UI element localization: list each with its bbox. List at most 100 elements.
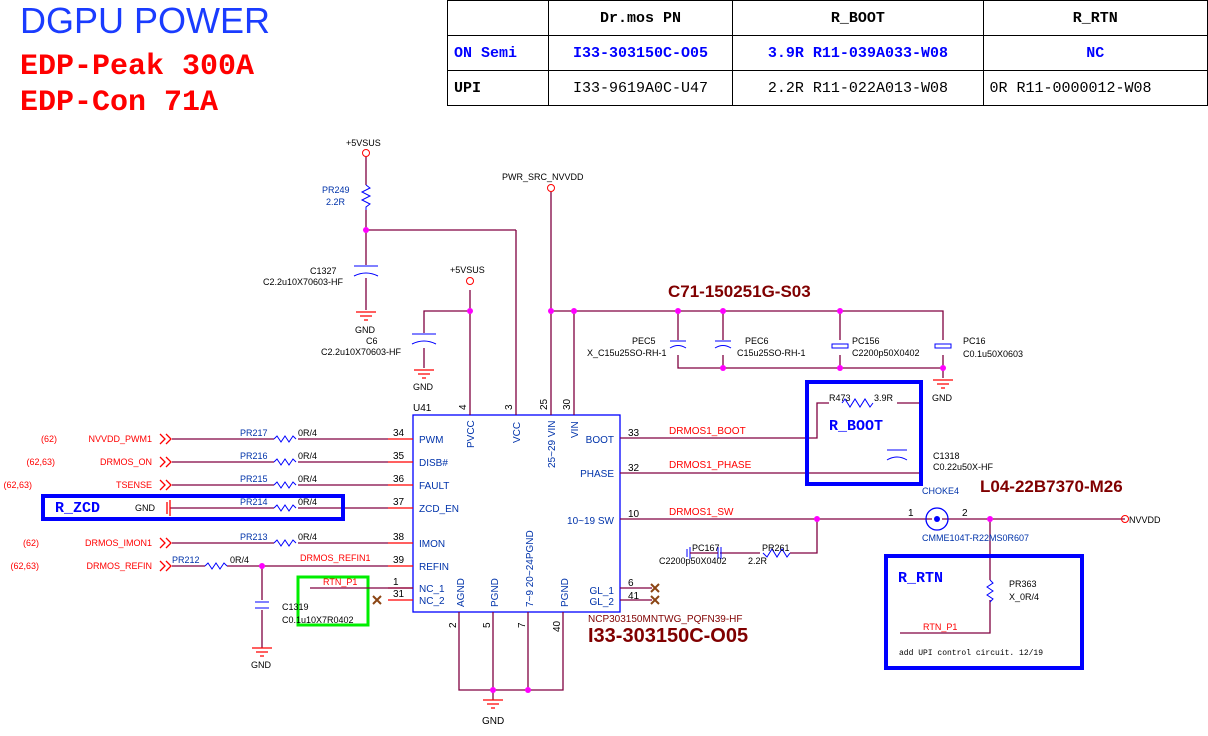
- header-cell: [447, 0, 549, 36]
- svg-text:GND: GND: [355, 325, 376, 335]
- pin-name: DISB#: [419, 458, 448, 469]
- svg-text:C1327: C1327: [310, 266, 337, 276]
- table-row: UPI I33-9619A0C-U47 2.2R R11-022A013-W08…: [447, 70, 1208, 106]
- resistor-value: 0R/4: [298, 451, 317, 461]
- offpage-connector-icon: [159, 560, 172, 572]
- title: DGPU POWER: [20, 0, 271, 41]
- net-label: NVVDD_PWM1: [88, 434, 152, 444]
- offpage-connector-icon: [159, 479, 172, 491]
- capacitor-icon: [255, 601, 269, 609]
- pin-name: BOOT: [586, 435, 614, 446]
- svg-text:1: 1: [908, 508, 914, 519]
- resistor-ref: PR217: [240, 428, 268, 438]
- sheet-ref: (62,63): [26, 457, 55, 467]
- pin-name: REFIN: [419, 562, 449, 573]
- svg-text:PC156: PC156: [852, 336, 880, 346]
- net-label: TSENSE: [116, 480, 152, 490]
- r-zcd-label: R_ZCD: [55, 500, 100, 517]
- resistor-icon: [273, 435, 297, 443]
- svg-text:PR261: PR261: [762, 543, 790, 553]
- sheet-ref: (62,63): [3, 480, 32, 490]
- pin-num: 30: [562, 398, 573, 410]
- resistor-ref: PR215: [240, 474, 268, 484]
- svg-text:CHOKE4: CHOKE4: [922, 486, 959, 496]
- pin-num: 3: [504, 404, 515, 410]
- pin-num: 2: [448, 622, 459, 628]
- capacitor-icon: [669, 340, 952, 349]
- ic-part: NCP303150MNTWG_PQFN39-HF: [588, 614, 742, 625]
- svg-text:CMME104T-R22MS0R607: CMME104T-R22MS0R607: [922, 533, 1029, 543]
- svg-text:GND: GND: [413, 382, 434, 392]
- rrtn-cell: NC: [982, 35, 1208, 71]
- pin-name: VIN: [570, 421, 581, 438]
- svg-text:GND: GND: [251, 660, 272, 670]
- resistor-icon: [986, 579, 994, 603]
- r-boot-label: R_BOOT: [829, 418, 883, 435]
- svg-text:2.2R: 2.2R: [748, 556, 768, 566]
- gnd-symbol: GND: [482, 699, 504, 727]
- pin-name: 7~9 20~24PGND: [525, 530, 536, 607]
- net-label: DRMOS1_PHASE: [669, 460, 752, 471]
- svg-text:6: 6: [628, 578, 634, 589]
- net-label: GND: [135, 503, 156, 513]
- svg-text:41: 41: [628, 591, 640, 602]
- resistor-ref: PR213: [240, 532, 268, 542]
- resistor-ref: PR212: [172, 555, 200, 565]
- offpage-connector-icon: [159, 433, 172, 445]
- rrtn-cell: 0R R11-0000012-W08: [982, 70, 1208, 106]
- ic-ref: U41: [413, 403, 432, 414]
- table-row: ON Semi I33-303150C-O05 3.9R R11-039A033…: [447, 35, 1208, 71]
- pin-name: 25~29 VIN: [547, 420, 558, 468]
- no-connect-icon: [372, 583, 660, 605]
- resistor-icon: [273, 504, 297, 512]
- sheet-ref: (62,63): [10, 561, 39, 571]
- pin-name: ZCD_EN: [419, 504, 459, 515]
- pin-num: 35: [393, 451, 405, 462]
- svg-text:GND: GND: [932, 393, 953, 403]
- net-label: NVVDD: [1129, 515, 1161, 525]
- svg-text:C2.2u10X70603-HF: C2.2u10X70603-HF: [321, 347, 402, 357]
- vendor-cell: ON Semi: [447, 35, 549, 71]
- svg-text:X_C15u25SO-RH-1: X_C15u25SO-RH-1: [587, 348, 667, 358]
- pn-cell: I33-9619A0C-U47: [547, 70, 734, 106]
- resistor-icon: [273, 539, 297, 547]
- pin-num: 37: [393, 497, 405, 508]
- svg-text:PR363: PR363: [1009, 579, 1037, 589]
- edp-peak: EDP-Peak 300A: [20, 50, 255, 84]
- choke-icon: [925, 507, 949, 531]
- resistor-value: 0R/4: [230, 555, 249, 565]
- pin-num: 25: [539, 398, 550, 410]
- rboot-cell: 2.2R R11-022A013-W08: [732, 70, 984, 106]
- table-header: Dr.mos PN R_BOOT R_RTN: [447, 0, 1208, 36]
- pin-num: 34: [393, 428, 405, 439]
- power-port-icon: [362, 149, 370, 157]
- capacitor-icon: [886, 449, 908, 461]
- resistor-icon: [204, 562, 228, 570]
- power-port-icon: [466, 277, 474, 285]
- vendor-cell: UPI: [447, 70, 549, 106]
- r-rtn-label: R_RTN: [898, 570, 943, 587]
- offpage-connector-icon: [159, 456, 172, 468]
- ground-cap-icon: [166, 500, 171, 516]
- resistor-value: 0R/4: [298, 497, 317, 507]
- power-port-icon: [1121, 515, 1129, 523]
- svg-text:3.9R: 3.9R: [874, 393, 894, 403]
- svg-text:RTN_P1: RTN_P1: [923, 622, 957, 632]
- pin-name: FAULT: [419, 481, 449, 492]
- resistor-ref: PR214: [240, 497, 268, 507]
- cap-pn: C71-150251G-S03: [668, 282, 811, 301]
- pin-num: 38: [393, 532, 405, 543]
- resistor-value: 0R/4: [298, 474, 317, 484]
- pin-num: 39: [393, 555, 405, 566]
- capacitor-icon: [353, 265, 379, 277]
- pin-name: IMON: [419, 539, 445, 550]
- svg-text:C0.1u50X0603: C0.1u50X0603: [963, 349, 1023, 359]
- resistor-icon: [273, 458, 297, 466]
- svg-text:C1319: C1319: [282, 602, 309, 612]
- svg-text:+5VSUS: +5VSUS: [450, 265, 485, 275]
- pin-name: 10~19 SW: [567, 516, 615, 527]
- svg-text:32: 32: [628, 463, 640, 474]
- rboot-cell: 3.9R R11-039A033-W08: [732, 35, 984, 71]
- net-label: DRMOS_REFIN: [86, 561, 152, 571]
